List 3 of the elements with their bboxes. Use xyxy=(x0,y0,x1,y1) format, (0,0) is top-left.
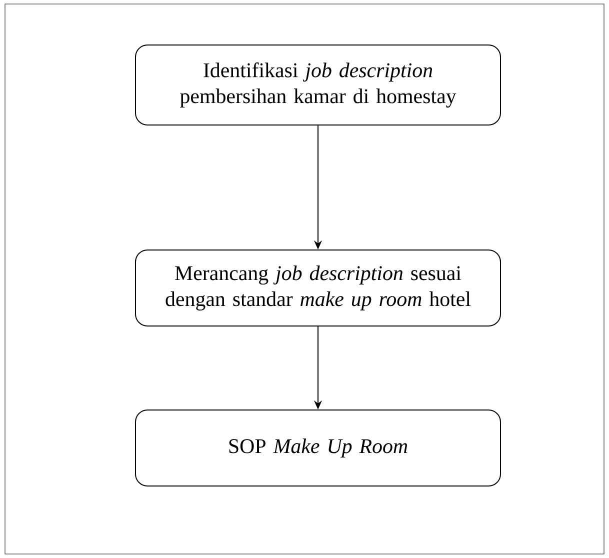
process-box: Identifikasi job description pembersihan kamar di homestay xyxy=(135,44,501,126)
process-box: Merancang job description sesuai dengan standar make up room hotel xyxy=(135,250,501,326)
process-box: SOP Make Up Room xyxy=(135,410,501,486)
